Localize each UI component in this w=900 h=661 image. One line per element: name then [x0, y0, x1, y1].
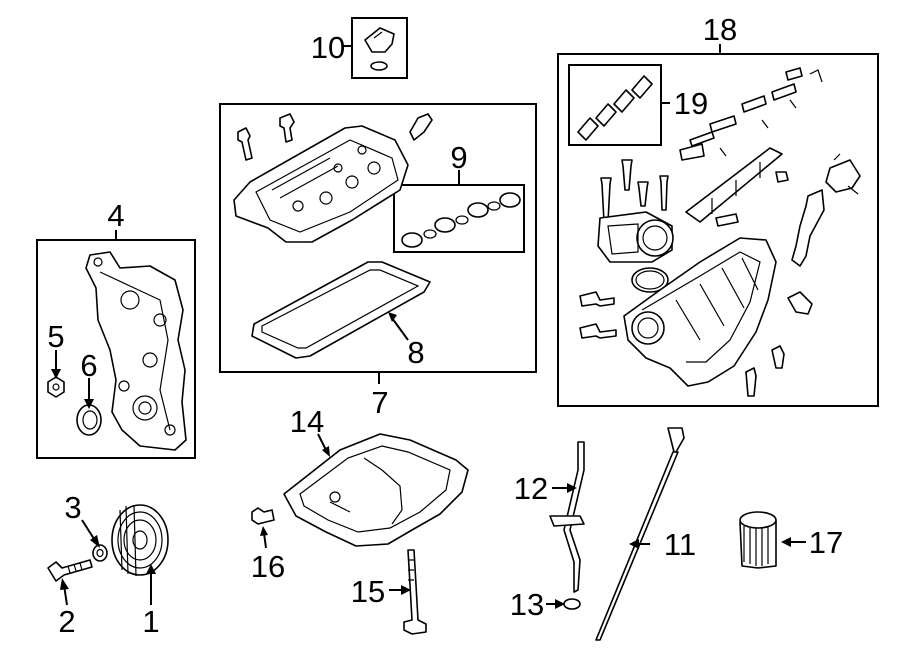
dipstick-tube-part	[549, 441, 585, 593]
callout-13: 13	[510, 587, 544, 622]
group-box-intake-manifold	[557, 53, 879, 407]
washer-part	[92, 544, 108, 562]
callout-12: 12	[514, 471, 548, 506]
callout-10: 10	[311, 30, 345, 65]
callout-8: 8	[407, 335, 424, 370]
callout-9: 9	[450, 140, 467, 175]
manifold-bolts-part	[600, 159, 789, 223]
crank-pulley-part	[111, 504, 169, 577]
callout-19: 19	[674, 86, 708, 121]
spark-plug-tube-seals-part	[401, 192, 521, 248]
hex-nut-part	[47, 376, 65, 398]
purge-valve-part	[825, 153, 861, 195]
callout-16: 16	[251, 549, 285, 584]
pulley-bolt-part	[47, 559, 93, 582]
injector-seals-part	[577, 75, 653, 141]
sensor-part	[409, 113, 433, 141]
timing-cover-part	[85, 251, 187, 451]
callout-5: 5	[47, 319, 64, 354]
callout-2: 2	[58, 604, 75, 639]
callout-14: 14	[290, 404, 324, 439]
callout-11: 11	[664, 527, 696, 562]
manifold-sensors-part	[579, 291, 813, 397]
leader-lines	[51, 44, 806, 609]
valve-cover-gasket-part	[251, 261, 431, 359]
oil-pan-part	[283, 433, 469, 547]
long-bolt-part	[403, 549, 427, 635]
group-box-gaskets-19	[568, 64, 662, 146]
callout-18: 18	[703, 12, 737, 47]
callout-7: 7	[371, 385, 388, 420]
callout-1: 1	[142, 604, 159, 639]
intake-manifold-part	[623, 237, 777, 387]
valve-cover-bolt-part	[237, 113, 295, 161]
crank-seal-part	[76, 404, 102, 436]
callout-15: 15	[351, 574, 385, 609]
valve-cover-part	[233, 125, 409, 243]
callout-labels: 1 2 3 4 5 6 7 8 9 10 11 12 13 14 15 16 1…	[47, 12, 843, 639]
drain-plug-part	[251, 507, 275, 525]
group-box-oil-cap	[351, 17, 408, 79]
callout-4: 4	[107, 198, 124, 233]
vacuum-hose-part	[791, 189, 825, 267]
throttle-body-part	[597, 211, 674, 263]
fuel-rail-part	[685, 147, 783, 227]
fuel-injectors-part	[679, 67, 823, 161]
callout-6: 6	[80, 348, 97, 383]
oil-cap-part	[364, 27, 395, 71]
callout-17: 17	[809, 525, 843, 560]
throttle-body-gasket-part	[631, 267, 669, 293]
callout-3: 3	[64, 490, 81, 525]
dipstick-oring-part	[563, 598, 581, 610]
oil-filter-part	[739, 511, 777, 569]
